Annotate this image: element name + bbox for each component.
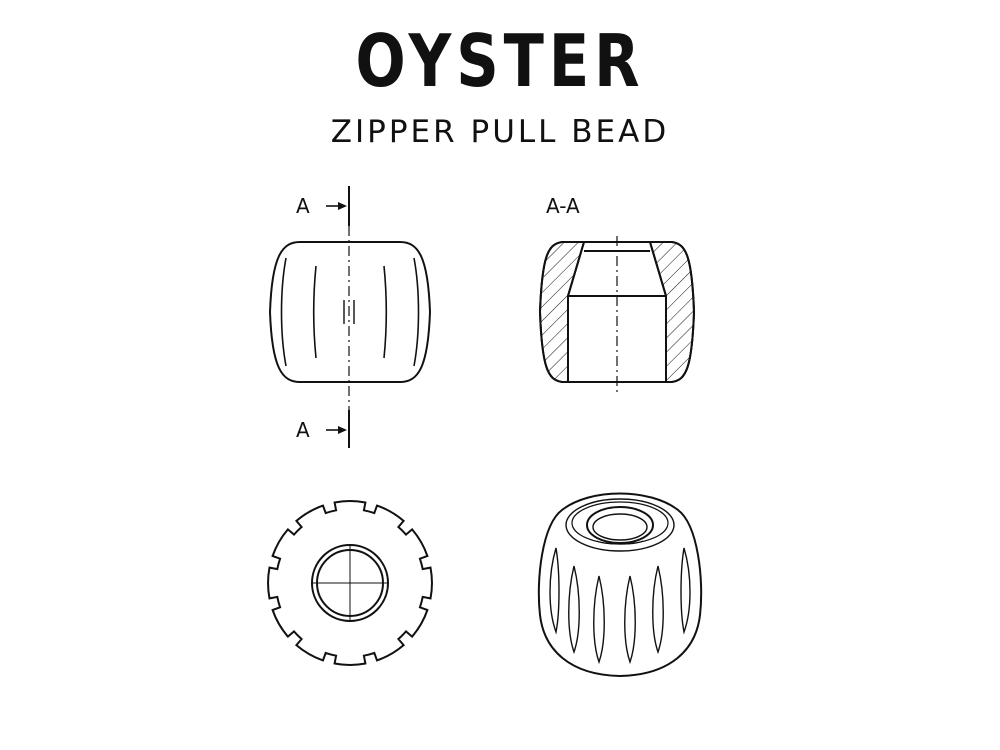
top-view [267, 500, 433, 666]
front-groove-left-outer [280, 257, 287, 367]
section-bore [567, 241, 667, 382]
front-groove-right-inner [383, 265, 388, 359]
drawing-title: OYSTER [355, 19, 645, 103]
iso-groove-3 [593, 575, 605, 665]
iso-bore-inner [592, 513, 648, 541]
front-view-outline [268, 241, 432, 383]
iso-bore-outer [586, 506, 654, 544]
section-view-label: A-A [546, 194, 580, 218]
section-outline [538, 241, 696, 383]
section-label-bottom: A [296, 418, 310, 442]
isometric-view [537, 492, 703, 678]
front-groove-left-inner [312, 265, 317, 359]
iso-groove-5 [652, 565, 664, 655]
drawing-subtitle: ZIPPER PULL BEAD [330, 114, 670, 150]
iso-bore-depth [596, 540, 644, 545]
front-view [268, 186, 432, 448]
top-view-notched-outline [267, 500, 433, 666]
iso-groove-4 [624, 575, 636, 665]
section-arrow-top-head [338, 202, 347, 210]
iso-groove-6 [680, 547, 691, 635]
section-arrow-bottom-head [338, 426, 347, 434]
section-view [538, 236, 696, 392]
iso-top-face-outer [565, 498, 675, 552]
iso-groove-1 [549, 547, 560, 635]
iso-outline [537, 492, 703, 678]
front-groove-right-outer [413, 257, 420, 367]
iso-groove-2 [568, 565, 580, 655]
section-label-top: A [296, 194, 310, 218]
